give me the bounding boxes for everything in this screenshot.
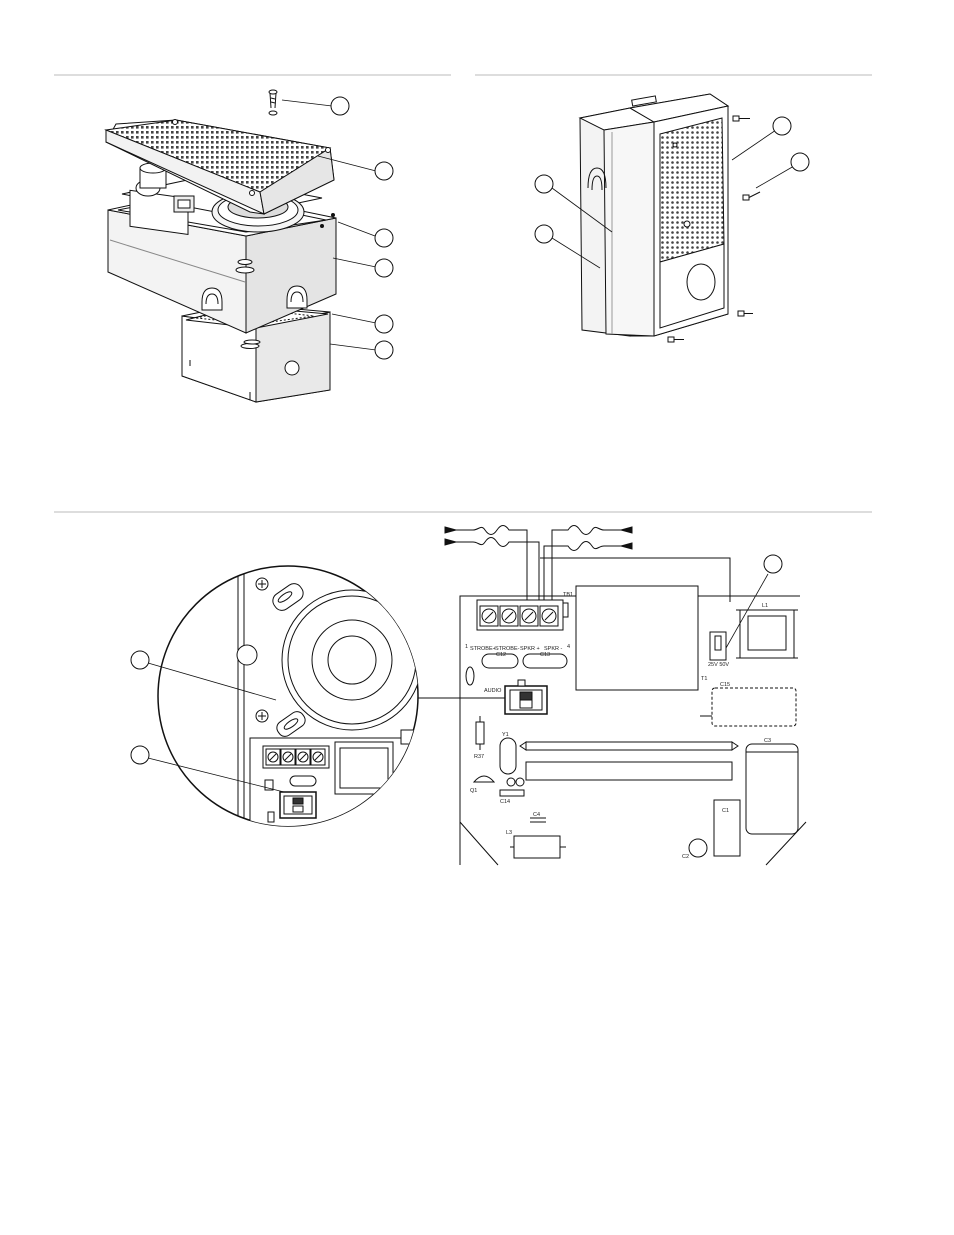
callout-circle	[131, 651, 149, 669]
transistor-q1	[474, 776, 494, 782]
inductor-l1	[736, 610, 798, 658]
c12-label: C12	[496, 652, 506, 658]
cover-screw	[269, 90, 277, 115]
c15-label: C15	[720, 682, 730, 688]
audio-jumper	[505, 680, 547, 714]
c2-label: C2	[682, 854, 689, 860]
callout-circle	[764, 555, 782, 573]
assembled-unit-view	[580, 94, 728, 336]
l1-label: L1	[762, 603, 768, 609]
callout-circle	[131, 746, 149, 764]
y1-label: Y1	[502, 732, 509, 738]
terminal-label-spkr-plus: SPKR +	[520, 646, 540, 652]
callout-circle	[791, 153, 809, 171]
tb1-label: TB1	[563, 592, 573, 598]
capacitor-c2	[689, 839, 707, 857]
r37-label: R37	[474, 754, 484, 760]
callout-circle	[375, 229, 393, 247]
dip-label: 25V 50V	[708, 662, 729, 668]
transformer-t1	[576, 586, 698, 690]
pin-1-label: 1	[465, 644, 468, 650]
board-slot-lower	[526, 762, 732, 780]
exploded-callouts	[331, 97, 393, 359]
t1-label: T1	[701, 676, 707, 682]
callout-circle	[375, 162, 393, 180]
callout-circle	[375, 341, 393, 359]
c3-label: C3	[764, 738, 771, 744]
callout-circle	[331, 97, 349, 115]
q1-label: Q1	[470, 788, 477, 794]
callout-circle	[535, 175, 553, 193]
circuit-board	[445, 526, 806, 866]
audio-label: AUDIO	[484, 688, 502, 694]
callout-circle	[375, 259, 393, 277]
c13-label: C13	[540, 652, 550, 658]
pin-4-label: 4	[567, 644, 570, 650]
exploded-assembly-view	[106, 90, 336, 402]
callout-circle	[773, 117, 791, 135]
c1-label: C1	[722, 808, 729, 814]
terminal-label-strobe-plus: STROBE+	[470, 646, 496, 652]
c4-label: C4	[533, 812, 540, 818]
resistor-r37	[476, 722, 484, 744]
callout-circle	[375, 315, 393, 333]
magnifier-callouts	[131, 651, 149, 764]
terminal-block	[477, 600, 568, 630]
inductor-l3	[514, 836, 560, 858]
c14-label: C14	[500, 799, 510, 805]
capacitor-c3	[746, 744, 798, 834]
magnified-detail-view	[158, 560, 450, 838]
board-slot-upper	[526, 742, 732, 750]
crystal-y1	[500, 738, 516, 774]
capacitor-c15	[712, 688, 796, 726]
callout-circle	[535, 225, 553, 243]
l3-label: L3	[506, 830, 512, 836]
